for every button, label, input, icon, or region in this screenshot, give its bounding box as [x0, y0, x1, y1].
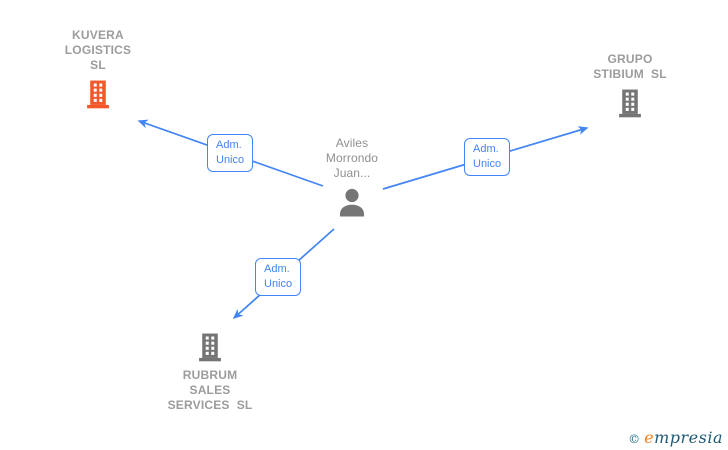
company-name: GRUPO STIBIUM SL — [593, 52, 667, 81]
edge-label-adm-unico-grupo-stibium: Adm. Unico — [464, 138, 511, 176]
node-company-grupo-stibium[interactable]: GRUPO STIBIUM SL — [570, 52, 690, 120]
building-icon — [193, 330, 227, 364]
person-name: Aviles Morrondo Juan... — [325, 136, 379, 180]
empresia-logo: empresia — [644, 428, 723, 447]
node-company-rubrum[interactable]: RUBRUM SALES SERVICES SL — [150, 330, 270, 413]
logo-rest: mpresia — [654, 428, 723, 447]
company-name: RUBRUM SALES SERVICES SL — [167, 368, 253, 412]
edge-label-adm-unico-rubrum: Adm. Unico — [255, 258, 302, 296]
building-icon — [613, 86, 647, 120]
logo-initial: e — [644, 428, 655, 447]
node-person-aviles-morrondo[interactable]: Aviles Morrondo Juan... — [292, 136, 412, 221]
edge-label-adm-unico-kuvera: Adm. Unico — [207, 134, 254, 172]
copyright-symbol: © — [628, 432, 641, 446]
empresia-watermark: © empresia — [628, 428, 723, 447]
company-name: KUVERA LOGISTICS SL — [64, 28, 132, 72]
person-icon — [334, 185, 370, 221]
node-company-kuvera[interactable]: KUVERA LOGISTICS SL — [38, 28, 158, 111]
building-icon — [81, 77, 115, 111]
